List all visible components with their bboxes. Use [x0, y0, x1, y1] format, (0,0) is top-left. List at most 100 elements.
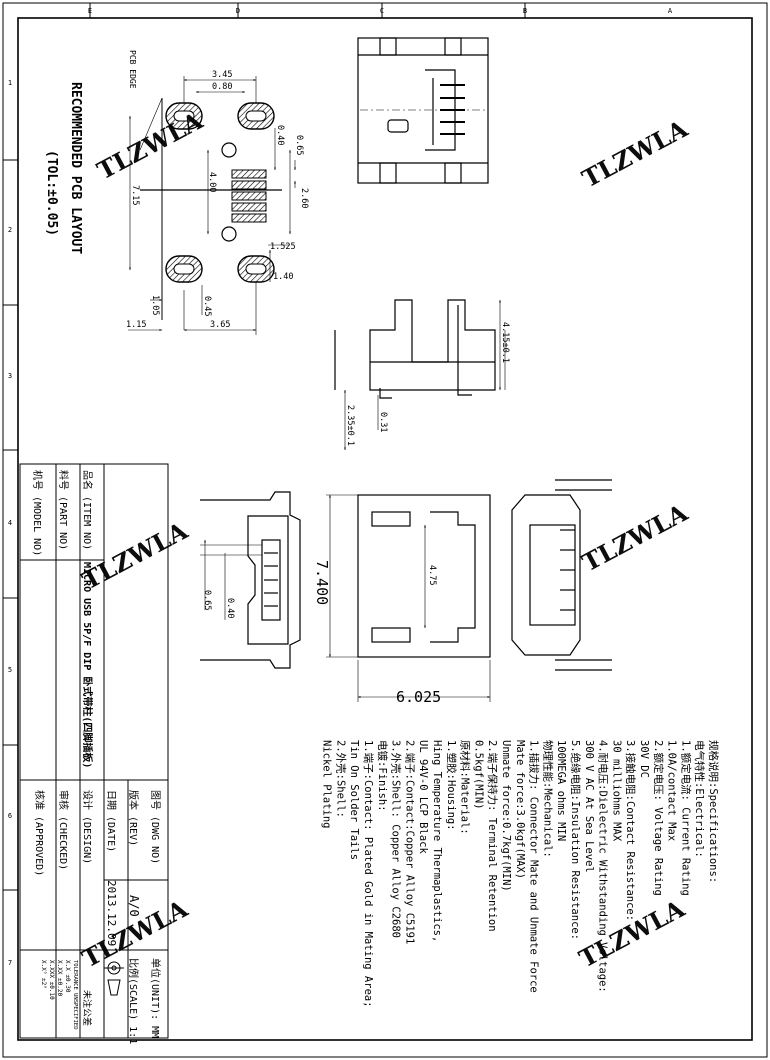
tol-row: X.X ±0.30 [64, 960, 71, 993]
locating-hole [221, 142, 237, 158]
rev-value: A/0 [127, 895, 141, 917]
spec-line: 2.额定电压: Voltage Rating [652, 740, 665, 896]
col-marker: B [523, 7, 527, 15]
spec-line: 1.塑胶:Housing: [445, 740, 458, 831]
spec-line: 30 milliohms MAX [610, 740, 622, 842]
mounting-pad [237, 102, 275, 130]
row-marker: 7 [8, 959, 12, 967]
mounting-pad [237, 255, 275, 283]
col-marker: D [236, 7, 240, 15]
spec-line: 规格说明:Specifications: [707, 740, 720, 883]
row-markers: 1 2 3 4 5 6 7 [8, 79, 12, 967]
spec-line: 3.接触电阻:Contact Resistance: [624, 740, 637, 921]
row-marker: 2 [8, 226, 12, 234]
dim-3.45: 3.45 [212, 70, 232, 80]
col-marker: A [668, 7, 673, 15]
approved-label: 核准 (APPROVED) [33, 790, 46, 876]
spec-line: 1.端子:Contact: Plated Gold in Mating Area… [362, 740, 375, 1008]
dim-0.80: 0.80 [212, 82, 232, 92]
tol-row: X.X° ±2° [40, 960, 47, 989]
dim-4.75: 4.75 [427, 565, 437, 585]
row-marker: 3 [8, 372, 12, 380]
pcb-edge-label: PCB EDGE [128, 50, 137, 89]
dwg-no-label: 图号 (DWG NO) [149, 790, 161, 864]
pcb-layout: PCB EDGE RECOMMENDED PCB LAYOUT (TOL:±0.… [44, 50, 309, 335]
row-marker: 6 [8, 812, 12, 820]
tolerance-caption: TOLERANCE UNSPECIFIED [72, 960, 78, 1030]
spec-line: 30V DC [638, 740, 650, 778]
spec-line: 电镀:Finish: [376, 740, 389, 812]
column-markers: E D C B A [88, 7, 673, 15]
spec-line: 4.耐电压:Dielectric Withstanding Voltage: [597, 740, 610, 993]
date-value: 2013.12.09 [105, 880, 118, 946]
spec-line: 物理性能:Mechanical: [541, 740, 554, 858]
spec-line: 5.绝缘电阻:Insulation Resistance: [569, 740, 582, 940]
front-view [200, 491, 301, 669]
row-marker: 1 [8, 79, 12, 87]
col-marker: C [380, 7, 384, 15]
spec-line: 1.额定电流: Current Rating [679, 740, 692, 896]
spec-line: Hing Temperature Thermaplastics, [431, 740, 443, 942]
spec-line: Unmate force:0.7kgf(MIN) [500, 740, 512, 892]
checked-label: 审核 (CHECKED) [57, 790, 70, 870]
watermark-text: TLZWLA [77, 516, 192, 596]
spec-line: 1.0A/contact Max [666, 740, 678, 841]
dim-3.65: 3.65 [210, 320, 230, 330]
dim-2.35: 2.35±0.1 [345, 405, 355, 446]
model-no-label: 机号 (MODEL NO) [31, 470, 44, 556]
end-view [511, 479, 612, 671]
spec-line: 2.端子保持力: Terminal Retention [486, 740, 499, 932]
side-view [334, 299, 506, 451]
date-label: 日期 (DATE) [105, 790, 117, 852]
spec-line: Nickel Plating [321, 740, 333, 829]
spec-line: 300 V AC At Sea Level [583, 740, 595, 873]
rev-label: 版本 (REV) [127, 790, 140, 846]
spec-line: 1.插拔力: Connector Mate and Unmate Force [528, 740, 541, 993]
spec-line: Tin On Solder Tails [348, 740, 360, 860]
dim-1.40: 1.40 [273, 272, 293, 282]
spec-line: UL 94V-0 LCP Black [417, 740, 429, 854]
product-name: MICRO USB 5P/F DIP 卧式带柱(四脚插板) [81, 562, 94, 768]
watermark-text: TLZWLA [92, 106, 207, 186]
item-no-label: 品名 (ITEM NO) [81, 470, 94, 550]
dim-front-0.65: 0.65 [202, 590, 212, 610]
spec-line: 原材料:Material: [459, 740, 472, 835]
spec-line: 2.外壳:Shell: [334, 740, 347, 818]
mounting-pad [165, 255, 203, 283]
part-no-label: 料号 (PART NO) [57, 470, 70, 550]
dim-0.31: 0.31 [378, 412, 388, 432]
dim-2.60: 2.60 [299, 188, 309, 208]
dim-4.15: 4.15±0.1 [500, 322, 510, 363]
col-marker: E [88, 7, 92, 15]
row-marker: 4 [8, 519, 12, 527]
signal-pads [231, 169, 267, 223]
spec-line: 100MEGA ohms MIN [555, 740, 567, 841]
unit-label: 单位(UNIT): MM [149, 958, 162, 1038]
pcb-layout-title: RECOMMENDED PCB LAYOUT [68, 82, 83, 254]
dim-1.15: 1.15 [126, 320, 146, 330]
title-block [19, 463, 169, 1039]
dim-front-0.40: 0.40 [225, 598, 235, 618]
locating-hole [221, 226, 237, 242]
dim-0.40: 0.40 [275, 125, 285, 145]
watermark-text: TLZWLA [577, 114, 692, 194]
tol-row: X.XXX ±0.10 [48, 960, 55, 1000]
pcb-tolerance: (TOL:±0.05) [44, 150, 59, 236]
spec-line: Mate force:3.0kgf(MAX) [514, 740, 526, 879]
scale-label: 比例(SCALE) 1:1 [127, 958, 140, 1044]
dim-7.400: 7.400 [313, 560, 331, 605]
row-marker: 5 [8, 666, 12, 674]
bottom-view [326, 494, 491, 702]
projection-symbol-icon [104, 961, 124, 996]
dim-1.525: 1.525 [270, 242, 296, 252]
specifications: 规格说明:Specifications:电气特性:Electrical:1.额定… [321, 740, 720, 1008]
dim-7.15: 7.15 [130, 185, 140, 205]
dim-1.05: 1.05 [150, 295, 160, 315]
spec-line: 电气特性:Electrical: [693, 740, 706, 858]
tol-row: X.XX ±0.20 [56, 960, 63, 997]
spec-line: 2.端子:Contact:Copper Alloy C5191 [403, 740, 416, 944]
dim-0.45: 0.45 [202, 296, 212, 316]
watermark-text: TLZWLA [577, 498, 692, 578]
